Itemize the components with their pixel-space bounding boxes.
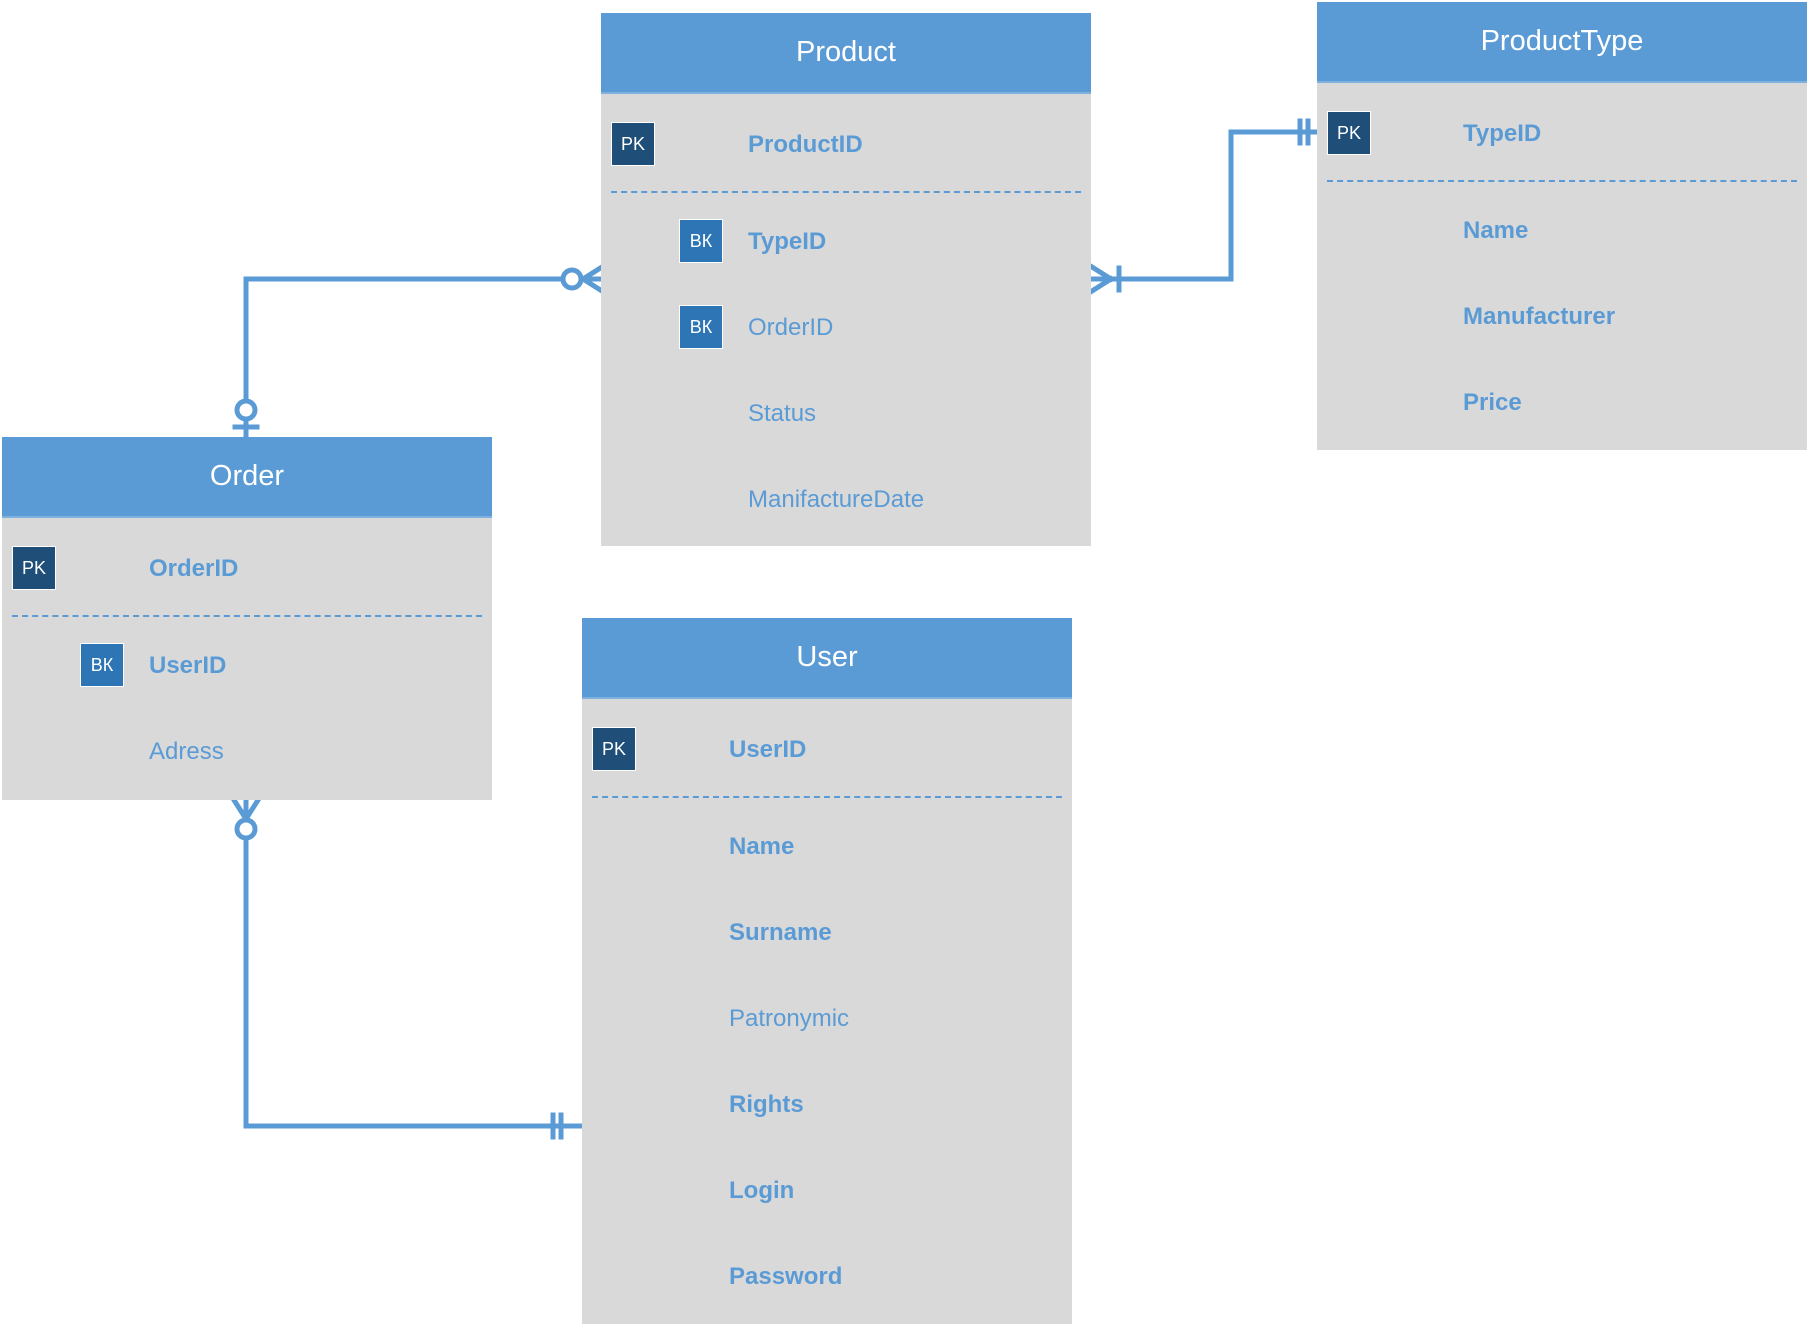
fk-badge: ВК bbox=[679, 305, 723, 349]
field-name: Patronymic bbox=[729, 1005, 850, 1032]
field-name: ProductID bbox=[748, 131, 863, 158]
entity-title: Order bbox=[2, 437, 492, 518]
pk-badge: PK bbox=[592, 727, 636, 771]
field-row: Password bbox=[582, 1254, 1072, 1300]
pk-divider bbox=[12, 615, 482, 617]
pk-row: PK UserID bbox=[582, 727, 1072, 773]
field-name: TypeID bbox=[1463, 120, 1542, 147]
field-row: ВК UserID bbox=[2, 643, 492, 689]
field-row: Rights bbox=[582, 1082, 1072, 1128]
order-crowfoot-left bbox=[230, 796, 250, 823]
field-name: UserID bbox=[149, 652, 227, 679]
zero-or-many-circle bbox=[560, 267, 584, 291]
order-zero-circle bbox=[234, 817, 258, 841]
crowfoot-lower bbox=[1088, 275, 1115, 295]
field-name: Adress bbox=[149, 738, 224, 765]
order-crowfoot-right bbox=[242, 796, 262, 823]
field-name: Login bbox=[729, 1177, 795, 1204]
field-row: Name bbox=[582, 824, 1072, 870]
pk-divider bbox=[592, 796, 1062, 798]
field-row: Price bbox=[1317, 380, 1807, 426]
entity-product[interactable]: Product PK ProductID ВК TypeID ВК OrderI… bbox=[601, 13, 1091, 546]
field-name: Status bbox=[748, 400, 817, 427]
pk-badge: PK bbox=[1327, 111, 1371, 155]
field-name: Name bbox=[1463, 217, 1529, 244]
field-row: Manufacturer bbox=[1317, 294, 1807, 340]
field-row: Login bbox=[582, 1168, 1072, 1214]
field-name: ManifactureDate bbox=[748, 486, 925, 513]
zero-or-many-crowfoot-lower bbox=[579, 275, 606, 295]
field-row: Name bbox=[1317, 208, 1807, 254]
field-name: Rights bbox=[729, 1091, 804, 1118]
field-name: Manufacturer bbox=[1463, 303, 1616, 330]
entity-producttype[interactable]: ProductType PK TypeID Name Manufacturer … bbox=[1317, 2, 1807, 450]
pk-row: PK ProductID bbox=[601, 122, 1091, 168]
pk-badge: PK bbox=[12, 546, 56, 590]
fk-badge: ВК bbox=[679, 219, 723, 263]
entity-user[interactable]: User PK UserID Name Surname Patronymic R… bbox=[582, 618, 1072, 1324]
relationship-producttype-product bbox=[1089, 129, 1321, 282]
entity-title: Product bbox=[601, 13, 1091, 94]
field-row: ВК TypeID bbox=[601, 219, 1091, 265]
entity-title: ProductType bbox=[1317, 2, 1807, 83]
field-name: Surname bbox=[729, 919, 832, 946]
field-row: Patronymic bbox=[582, 996, 1072, 1042]
field-name: UserID bbox=[729, 736, 807, 763]
field-row: Surname bbox=[582, 910, 1072, 956]
pk-divider bbox=[1327, 180, 1797, 182]
zero-or-many-crowfoot-upper bbox=[579, 263, 606, 283]
relationship-order-product bbox=[243, 276, 605, 441]
relationship-user-order bbox=[243, 797, 585, 1129]
field-row: Adress bbox=[2, 729, 492, 775]
pk-row: PK OrderID bbox=[2, 546, 492, 592]
field-name: OrderID bbox=[748, 314, 834, 341]
fk-badge: ВК bbox=[80, 643, 124, 687]
field-name: TypeID bbox=[748, 228, 827, 255]
field-name: Password bbox=[729, 1263, 843, 1290]
pk-row: PK TypeID bbox=[1317, 111, 1807, 157]
field-name: Price bbox=[1463, 389, 1522, 416]
zero-or-one-circle bbox=[234, 398, 258, 422]
pk-divider bbox=[611, 191, 1081, 193]
pk-badge: PK bbox=[611, 122, 655, 166]
field-row: ВК OrderID bbox=[601, 305, 1091, 351]
field-row: ManifactureDate bbox=[601, 477, 1091, 523]
entity-title: User bbox=[582, 618, 1072, 699]
crowfoot-upper bbox=[1088, 263, 1115, 283]
field-name: OrderID bbox=[149, 555, 239, 582]
entity-order[interactable]: Order PK OrderID ВК UserID Adress bbox=[2, 437, 492, 800]
field-name: Name bbox=[729, 833, 795, 860]
field-row: Status bbox=[601, 391, 1091, 437]
